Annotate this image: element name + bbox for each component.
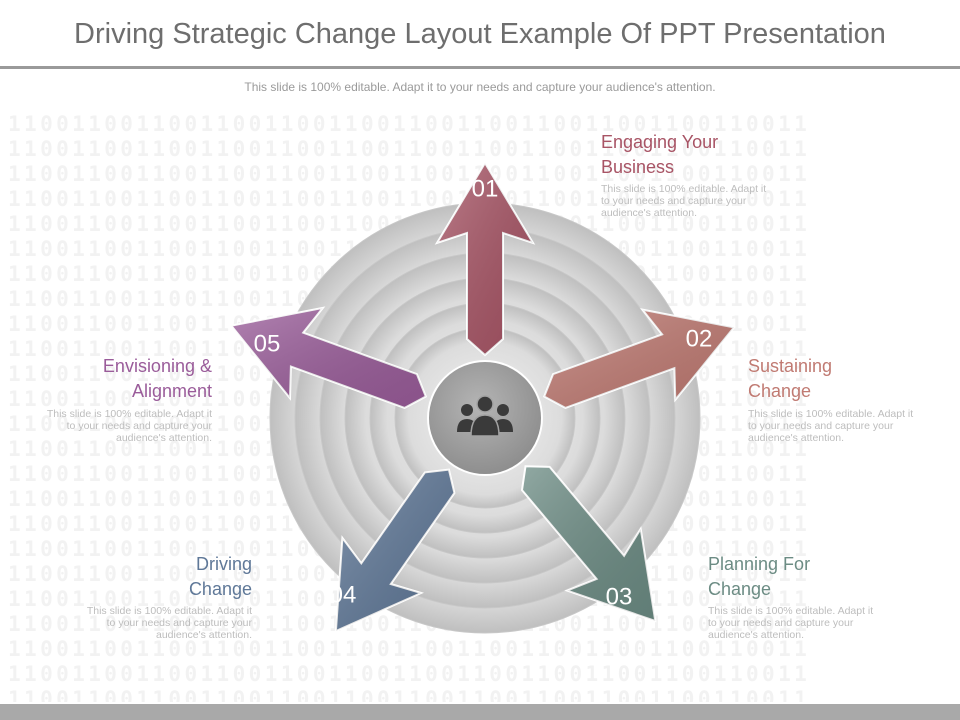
item-03-title-line-2: Change bbox=[708, 579, 772, 599]
item-03-title-line-1: Planning For bbox=[708, 554, 811, 574]
item-03-desc-line-1: This slide is 100% editable. Adapt it bbox=[708, 605, 874, 617]
item-01-title-line-2: Business bbox=[601, 157, 675, 177]
item-02-title-line-2: Change bbox=[748, 381, 812, 401]
item-02-description: This slide is 100% editable. Adapt it to… bbox=[748, 408, 948, 444]
item-04-desc-line-2: to your needs and capture your bbox=[106, 617, 252, 629]
arrow-03-shading bbox=[522, 466, 656, 621]
item-04-title-line-2: Change bbox=[188, 579, 252, 599]
arrow-04-shading bbox=[335, 469, 455, 631]
arrow-02-number: 02 bbox=[686, 325, 713, 352]
item-04-desc-line-1: This slide is 100% editable. Adapt it bbox=[86, 605, 252, 617]
item-05-desc-line-1: This slide is 100% editable. Adapt it bbox=[46, 408, 212, 420]
item-01-desc-line-2: to your needs and capture your bbox=[601, 195, 747, 207]
item-04-description: This slide is 100% editable. Adapt it to… bbox=[52, 605, 252, 641]
footer-bar bbox=[0, 704, 960, 720]
item-05-desc-line-3: audience's attention. bbox=[116, 432, 212, 444]
arrows-group: 01 02 03 04 05 bbox=[229, 161, 736, 633]
title-divider bbox=[0, 66, 960, 69]
center-hub bbox=[427, 360, 543, 476]
item-05-title: Envisioning & Alignment bbox=[12, 354, 212, 404]
item-01-desc-line-3: audience's attention. bbox=[601, 207, 697, 219]
item-02-desc-line-2: to your needs and capture your bbox=[748, 420, 894, 432]
people-group-icon bbox=[457, 395, 513, 437]
page-title: Driving Strategic Change Layout Example … bbox=[74, 18, 886, 50]
item-01-desc-line-1: This slide is 100% editable. Adapt it bbox=[601, 183, 767, 195]
item-04-title-line-1: Driving bbox=[195, 554, 252, 574]
arrow-01-shading bbox=[437, 163, 533, 355]
item-05-description: This slide is 100% editable. Adapt it to… bbox=[12, 408, 212, 444]
item-01-description: This slide is 100% editable. Adapt it to… bbox=[601, 183, 801, 219]
item-02-desc-line-3: audience's attention. bbox=[748, 432, 844, 444]
item-02-desc-line-1: This slide is 100% editable. Adapt it bbox=[748, 408, 914, 420]
item-05-title-line-1: Envisioning & bbox=[102, 356, 212, 376]
item-02-title-line-1: Sustaining bbox=[748, 356, 833, 376]
arrow-04-number: 04 bbox=[330, 581, 357, 608]
page-subtitle: This slide is 100% editable. Adapt it to… bbox=[244, 80, 716, 94]
item-03-title: Planning For Change bbox=[708, 552, 810, 602]
item-03-desc-line-2: to your needs and capture your bbox=[708, 617, 854, 629]
item-02-title: Sustaining Change bbox=[748, 354, 832, 404]
item-04-title: Driving Change bbox=[52, 552, 252, 602]
item-01-title: Engaging Your Business bbox=[601, 130, 718, 180]
item-03-desc-line-3: audience's attention. bbox=[708, 629, 804, 641]
item-01-title-line-1: Engaging Your bbox=[601, 132, 719, 152]
item-05-title-line-2: Alignment bbox=[131, 381, 212, 401]
arrow-03-number: 03 bbox=[606, 583, 633, 610]
item-03-description: This slide is 100% editable. Adapt it to… bbox=[708, 605, 908, 641]
arrow-02-shading bbox=[544, 309, 734, 408]
item-04-desc-line-3: audience's attention. bbox=[156, 629, 252, 641]
arrow-05-number: 05 bbox=[254, 330, 281, 357]
arrow-05-shading bbox=[231, 307, 426, 408]
item-05-desc-line-2: to your needs and capture your bbox=[66, 420, 212, 432]
arrow-01-number: 01 bbox=[472, 175, 499, 202]
